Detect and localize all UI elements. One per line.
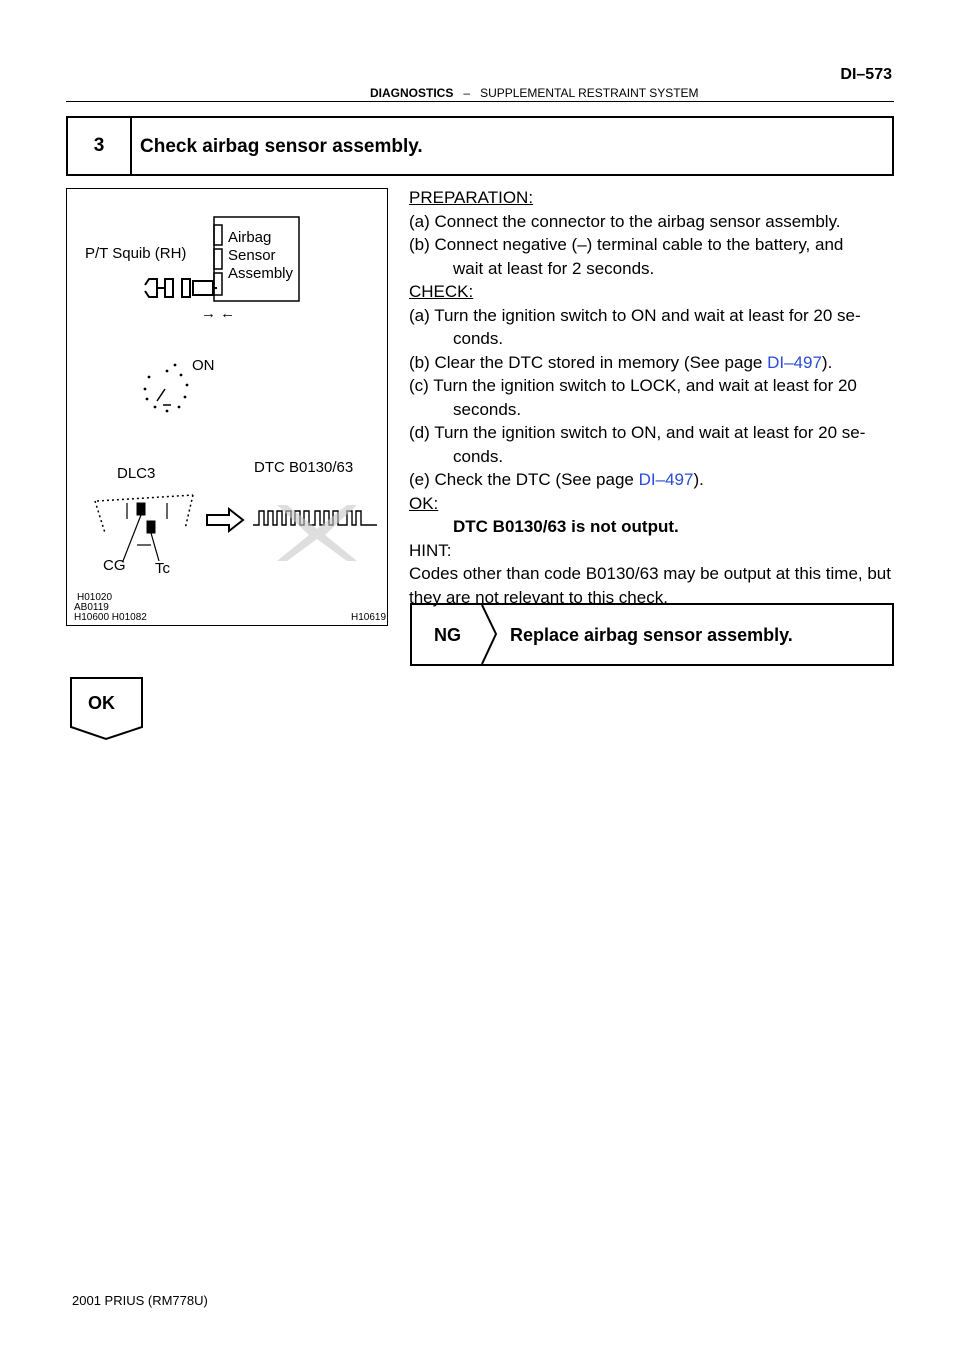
illustration-figure: P/T Squib (RH) Airbag Sensor Assembly → … (66, 188, 388, 626)
label-airbag-line2: Sensor (228, 247, 276, 264)
check-step-c-cont: seconds. (453, 400, 522, 419)
hint-heading: HINT: (409, 541, 452, 560)
label-on: ON (192, 357, 215, 374)
label-tc: Tc (155, 560, 170, 577)
page-link-di497[interactable]: DI–497 (767, 353, 822, 372)
page-number: DI–573 (840, 66, 892, 83)
ok-label: OK (88, 693, 115, 713)
header-subsection: SUPPLEMENTAL RESTRAINT SYSTEM (480, 86, 699, 100)
hint-line-1: Codes other than code B0130/63 may be ou… (409, 564, 891, 583)
check-step-e-end: ). (693, 470, 704, 489)
label-squib: P/T Squib (RH) (85, 245, 187, 262)
label-dtc: DTC B0130/63 (254, 459, 354, 476)
check-step-b: (b) Clear the DTC stored in memory (See … (409, 351, 832, 375)
hint-line-2: they are not relevant to this check. (409, 588, 668, 607)
check-heading: CHECK: (409, 282, 474, 301)
ng-result-box: NG Replace airbag sensor assembly. (410, 603, 894, 666)
output-arrow (206, 506, 245, 534)
step-number: 3 (68, 118, 132, 174)
check-step-a-cont: conds. (453, 329, 504, 348)
check-step-d: (d) Turn the ignition switch to ON, and … (409, 423, 866, 442)
check-step-e-text: (e) Check the DTC (See page (409, 470, 639, 489)
figure-code-3: H10600 H01082 (74, 612, 147, 623)
footer-model: 2001 PRIUS (RM778U) (72, 1293, 208, 1308)
ignition-switch (143, 363, 189, 413)
prep-step-b: (b) Connect negative (–) terminal cable … (409, 235, 844, 254)
check-step-c: (c) Turn the ignition switch to LOCK, an… (409, 376, 857, 395)
squib-connector (144, 278, 217, 298)
ng-label: NG (434, 625, 461, 645)
label-dlc3: DLC3 (117, 465, 156, 482)
ng-message: Replace airbag sensor assembly. (510, 625, 793, 645)
ok-text: DTC B0130/63 is not output. (453, 517, 679, 536)
check-step-b-text: (b) Clear the DTC stored in memory (See … (409, 353, 768, 372)
dtc-waveform-shade (277, 505, 357, 561)
step-header-box: 3 Check airbag sensor assembly. (66, 116, 894, 176)
step-title: Check airbag sensor assembly. (140, 136, 423, 157)
illustration-drawing (94, 216, 377, 562)
check-step-b-end: ). (821, 353, 833, 372)
page-link-di497-2[interactable]: DI–497 (638, 470, 694, 489)
ok-pentagon-shape (70, 677, 143, 741)
figure-code-2: AB0119 (74, 602, 109, 613)
running-header: DIAGNOSTICS – SUPPLEMENTAL RESTRAINT SYS… (370, 86, 699, 100)
ng-arrow-shape (481, 605, 498, 664)
ok-heading: OK: (409, 494, 439, 513)
label-airbag-line1: Airbag (228, 229, 272, 246)
header-dash: – (463, 86, 471, 100)
label-airbag-line3: Assembly (228, 265, 294, 282)
header-rule (66, 101, 894, 102)
label-cg: CG (103, 557, 126, 574)
ok-result-box: OK (70, 677, 144, 746)
label-arrows: → ← (201, 305, 236, 322)
prep-step-b-cont: wait at least for 2 seconds. (453, 259, 655, 278)
check-step-a: (a) Turn the ignition switch to ON and w… (409, 306, 861, 325)
figure-code-1: H01020 (77, 592, 113, 603)
figure-code-4: H10619 (351, 612, 387, 623)
prep-step-a: (a) Connect the connector to the airbag … (409, 212, 841, 231)
header-section: DIAGNOSTICS (370, 86, 454, 100)
label-airbag-sensor: Airbag Sensor Assembly (228, 229, 293, 283)
preparation-heading: PREPARATION: (409, 188, 534, 207)
check-step-e: (e) Check the DTC (See page DI–497). (409, 468, 704, 492)
dtc-waveform (253, 510, 377, 526)
check-step-d-cont: conds. (453, 447, 504, 466)
dlc3-connector (94, 494, 194, 562)
